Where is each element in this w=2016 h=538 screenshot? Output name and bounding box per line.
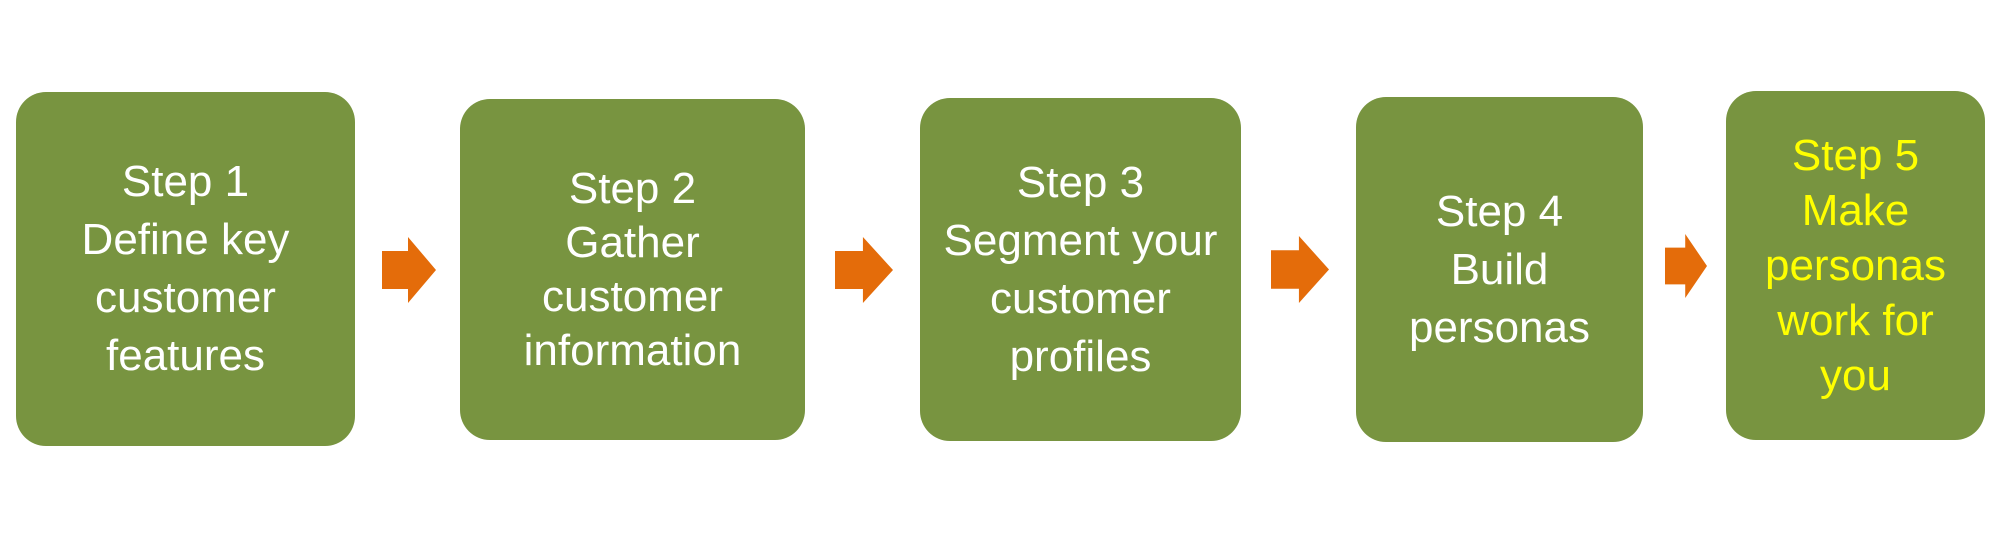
step-4-line-2: personas bbox=[1408, 302, 1590, 352]
right-arrow-icon bbox=[1271, 236, 1329, 303]
step-3-text: Step 3 Segment your customer profiles bbox=[944, 154, 1218, 386]
step-4-text: Step 4 Build personas bbox=[1409, 183, 1590, 357]
step-2-text: Step 2 Gather customer information bbox=[524, 162, 742, 378]
step-1-label: Step 1 bbox=[121, 157, 250, 206]
right-arrow-shape bbox=[835, 237, 893, 303]
step-2-line-1: Gather bbox=[565, 217, 700, 267]
right-arrow-icon bbox=[1665, 234, 1707, 298]
step-2-box: Step 2 Gather customer information bbox=[460, 99, 805, 440]
step-3-line-3: profiles bbox=[1009, 331, 1152, 381]
step-5-line-2: personas bbox=[1764, 241, 1946, 290]
step-2-line-3: information bbox=[523, 325, 742, 375]
step-3-line-1: Segment your bbox=[943, 215, 1218, 265]
step-5-text: Step 5 Make personas work for you bbox=[1765, 128, 1946, 403]
step-4-label: Step 4 bbox=[1435, 186, 1564, 236]
step-5-line-3: work for bbox=[1777, 296, 1934, 345]
right-arrow-shape bbox=[1271, 236, 1329, 303]
step-1-line-3: features bbox=[106, 331, 265, 380]
step-4-line-1: Build bbox=[1450, 244, 1549, 294]
step-3-label: Step 3 bbox=[1016, 157, 1145, 207]
right-arrow-icon bbox=[382, 237, 436, 303]
step-5-line-4: you bbox=[1820, 351, 1891, 400]
step-1-line-2: customer bbox=[95, 273, 276, 322]
right-arrow-shape bbox=[382, 237, 436, 303]
step-5-box: Step 5 Make personas work for you bbox=[1726, 91, 1985, 440]
step-3-line-2: customer bbox=[990, 273, 1171, 323]
step-5-label: Step 5 bbox=[1791, 131, 1920, 180]
step-1-text: Step 1 Define key customer features bbox=[82, 153, 290, 385]
right-arrow-shape bbox=[1665, 234, 1707, 298]
step-1-box: Step 1 Define key customer features bbox=[16, 92, 355, 446]
step-2-label: Step 2 bbox=[568, 163, 697, 213]
step-1-line-1: Define key bbox=[81, 215, 290, 264]
step-2-line-2: customer bbox=[542, 271, 723, 321]
step-4-box: Step 4 Build personas bbox=[1356, 97, 1643, 442]
step-3-box: Step 3 Segment your customer profiles bbox=[920, 98, 1241, 441]
right-arrow-icon bbox=[835, 237, 893, 303]
step-5-line-1: Make bbox=[1801, 186, 1910, 235]
